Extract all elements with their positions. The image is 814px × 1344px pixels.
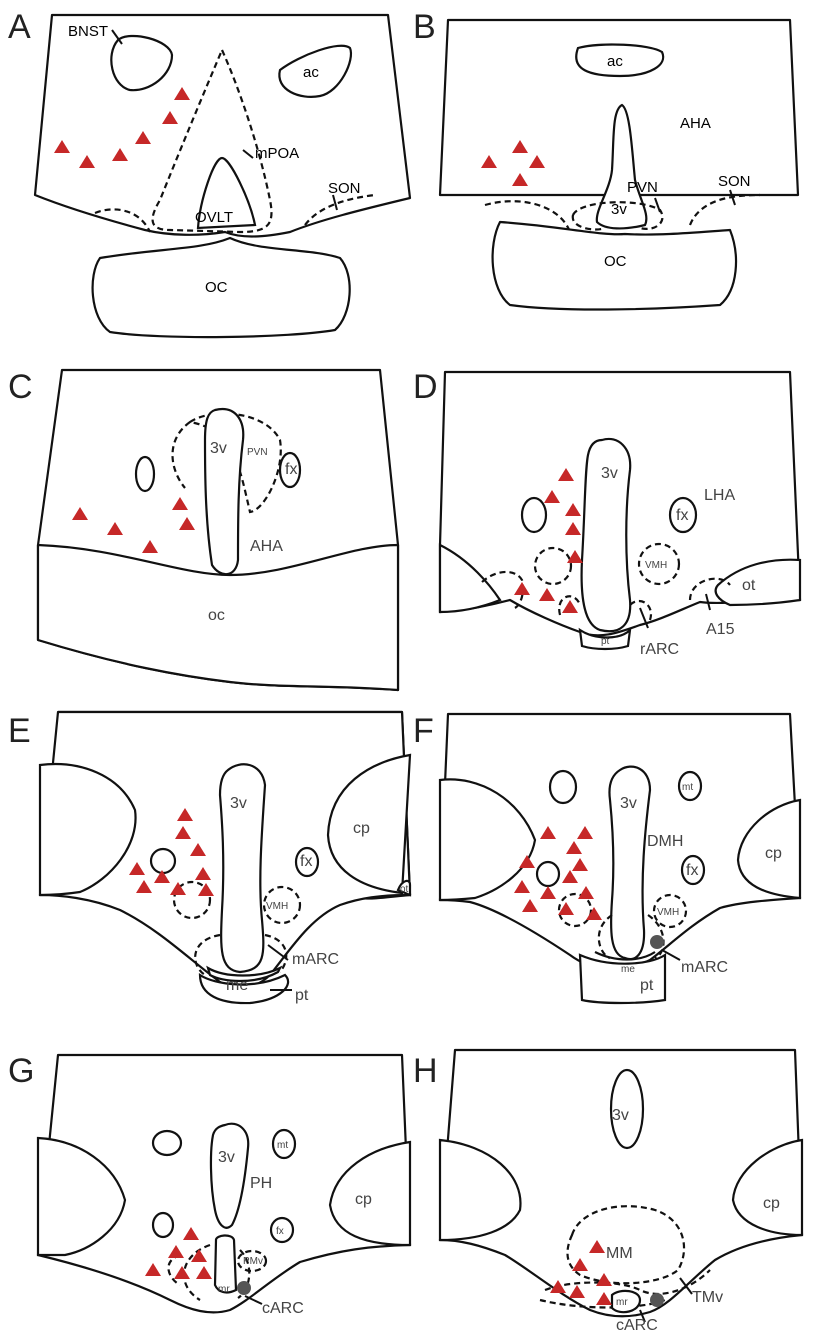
label-3v: 3v (218, 1149, 235, 1166)
panel-letter-b: B (413, 8, 436, 46)
panel-e: E 3v cp fx VMH ot mARC me pt (8, 712, 410, 1004)
panel-a: A BNST ac mPOA SON OVLT OC (8, 8, 410, 337)
label-3v: 3v (210, 440, 227, 457)
region-outline (153, 1213, 173, 1237)
label-pvn: PVN (247, 447, 268, 458)
label-fx: fx (676, 507, 688, 524)
panel-letter-g: G (8, 1052, 34, 1090)
label-pmv: PMv (243, 1256, 263, 1267)
gray-dot-marker (237, 1281, 251, 1295)
label-aha: AHA (250, 538, 283, 555)
label-dmh: DMH (647, 833, 683, 850)
label-mt: mt (682, 782, 693, 793)
region-outline (537, 862, 559, 886)
label-fx: fx (276, 1226, 284, 1237)
label-cp: cp (765, 845, 782, 862)
label-pt: pt (640, 977, 654, 994)
panel-d: D 3v LHA fx VMH ot rARC A15 pt (413, 368, 800, 658)
label-3v: 3v (230, 795, 247, 812)
label-mt: mt (277, 1140, 288, 1151)
label-ac: ac (303, 64, 319, 81)
label-oc: OC (205, 279, 228, 296)
panel-letter-h: H (413, 1052, 438, 1090)
label-son: SON (328, 180, 361, 197)
panel-letter-a: A (8, 8, 31, 46)
label-mr: mr (616, 1297, 628, 1308)
label-fx: fx (285, 461, 297, 478)
label-fx: fx (686, 862, 698, 879)
son-boundary-right (690, 195, 760, 225)
label-ph: PH (250, 1175, 272, 1192)
gray-dot-marker (650, 935, 664, 949)
label-cp: cp (763, 1195, 780, 1212)
label-3v: 3v (611, 201, 627, 218)
label-ac: ac (607, 53, 623, 70)
label-mpoa: mPOA (255, 145, 299, 162)
label-me: me (621, 964, 635, 975)
label-3v: 3v (620, 795, 637, 812)
label-lha: LHA (704, 487, 735, 504)
region-outline (151, 849, 175, 873)
label-ot: ot (742, 577, 756, 594)
label-carc: cARC (262, 1300, 304, 1317)
label-vmh: VMH (657, 907, 679, 918)
label-me: me (226, 977, 248, 994)
region-outline (153, 1131, 181, 1155)
label-pt: pt (601, 636, 610, 647)
label-marc: mARC (292, 951, 339, 968)
label-cp: cp (353, 820, 370, 837)
label-carc: cARC (616, 1317, 658, 1334)
panel-letter-e: E (8, 712, 31, 750)
label-vmh: VMH (645, 560, 667, 571)
panel-c: C 3v PVN fx AHA oc (8, 368, 398, 690)
label-pt: pt (295, 987, 309, 1004)
panel-g: G 3v mt PH cp fx PMv mr cARC (8, 1052, 410, 1317)
panel-letter-f: F (413, 712, 434, 750)
label-3v: 3v (612, 1107, 629, 1124)
gray-dot-marker (650, 1293, 664, 1307)
label-oc: oc (208, 607, 225, 624)
panel-letter-c: C (8, 368, 33, 406)
panel-h: H 3v cp MM TMv mr cARC (413, 1050, 802, 1334)
label-oc: OC (604, 253, 627, 270)
label-vmh: VMH (266, 901, 288, 912)
region-outline (522, 498, 546, 532)
panel-f: F 3v mt DMH fx cp VMH mARC me pt (413, 712, 800, 1003)
label-marc: mARC (681, 959, 728, 976)
label-ovlt: OVLT (195, 209, 233, 226)
third-ventricle (205, 409, 243, 574)
label-tmv: TMv (692, 1289, 723, 1306)
panel-letter-d: D (413, 368, 438, 406)
label-mm: MM (606, 1245, 633, 1262)
label-pvn: PVN (627, 179, 658, 196)
label-mr: mr (218, 1284, 230, 1295)
region-outline (550, 771, 576, 803)
label-aha: AHA (680, 115, 711, 132)
label-rarc: rARC (640, 641, 679, 658)
label-ot: ot (400, 884, 409, 895)
label-cp: cp (355, 1191, 372, 1208)
label-bnst: BNST (68, 23, 108, 40)
label-a15: A15 (706, 621, 735, 638)
label-3v: 3v (601, 465, 618, 482)
pvn-leader (655, 198, 660, 212)
label-son: SON (718, 173, 751, 190)
label-fx: fx (300, 853, 312, 870)
region-outline (136, 457, 154, 491)
panel-b: B ac AHA PVN SON 3v OC (413, 8, 798, 310)
